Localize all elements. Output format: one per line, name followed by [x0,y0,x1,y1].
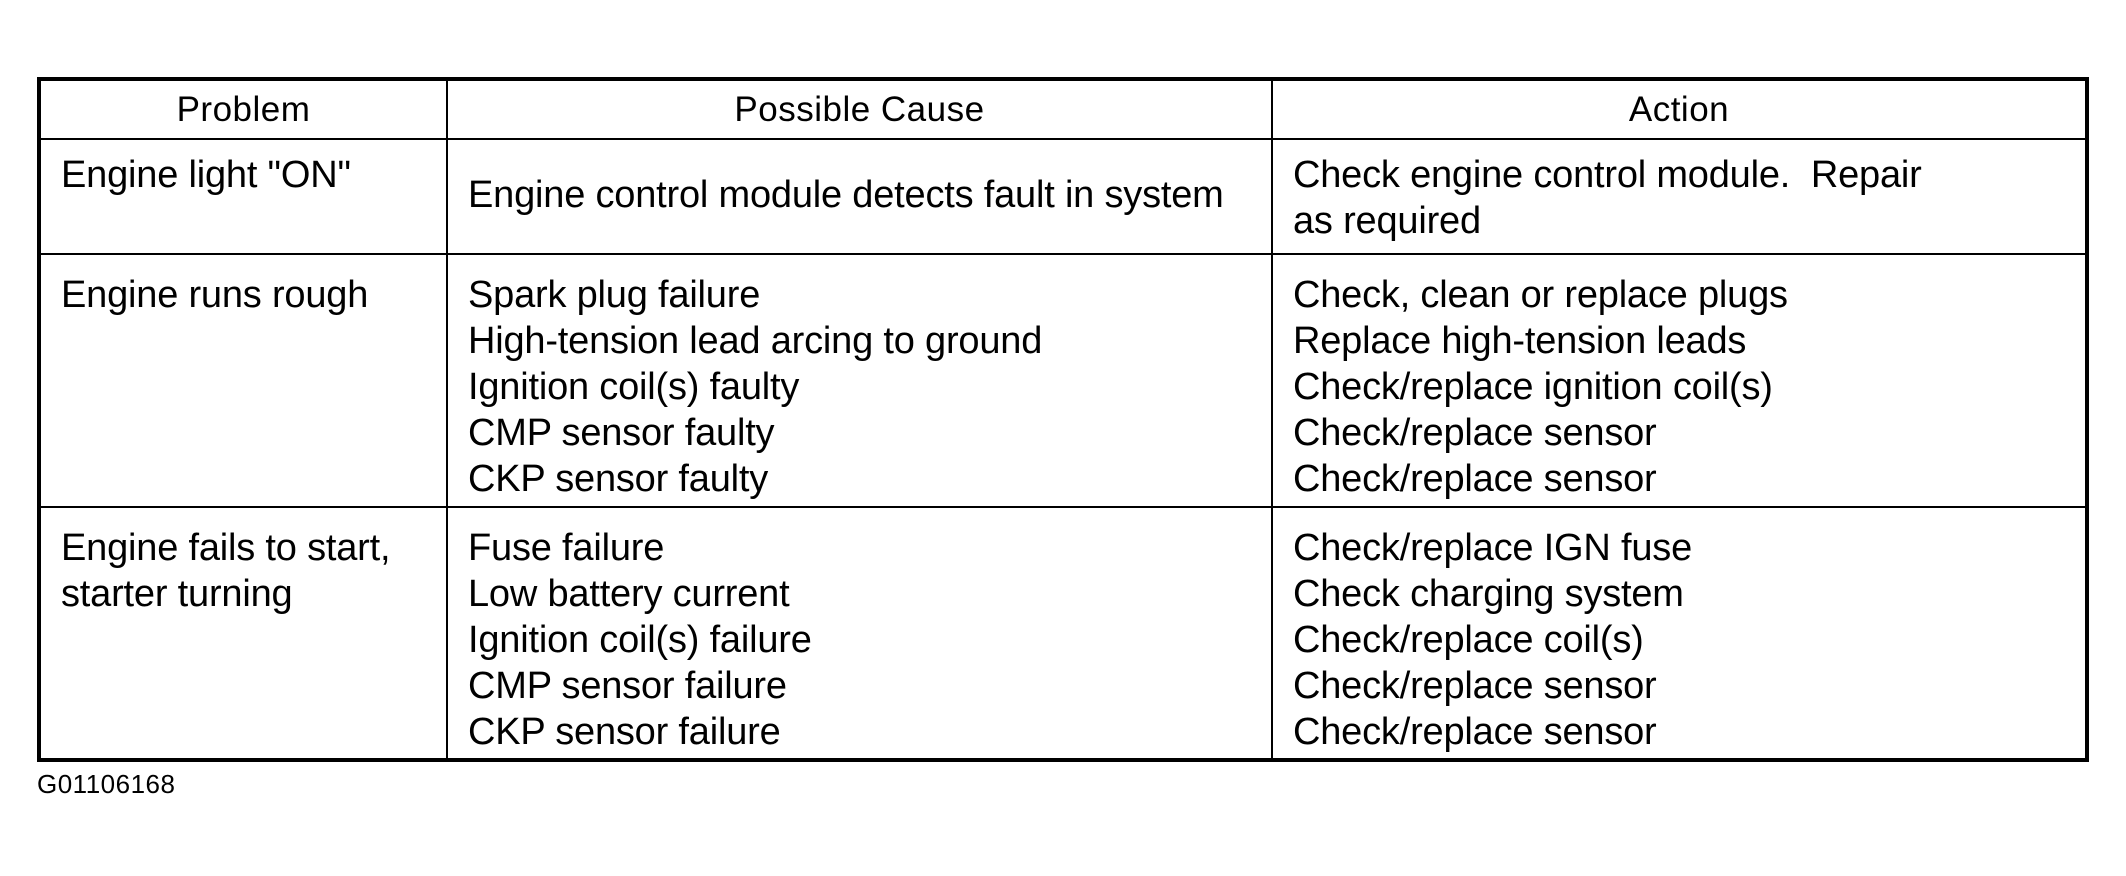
action-line: Check engine control module. Repair [1293,154,1922,196]
action-line: Check/replace coil(s) [1293,619,1644,661]
problem-line: starter turning [61,573,293,615]
cause-line: High-tension lead arcing to ground [468,320,1043,362]
action-line: Check/replace sensor [1293,412,1657,454]
cell-problem: Engine light "ON" [37,138,448,255]
action-line: Check/replace sensor [1293,711,1657,753]
action-line: as required [1293,200,1481,242]
cell-possible-cause: Spark plug failure High-tension lead arc… [446,253,1273,508]
action-line: Check/replace sensor [1293,665,1657,707]
cause-line: CMP sensor faulty [468,412,775,454]
cause-line: Engine control module detects fault in s… [468,174,1224,216]
cause-line: CMP sensor failure [468,665,787,707]
cell-action-content: Check, clean or replace plugs Replace hi… [1273,255,2085,502]
cell-possible-cause-content: Spark plug failure High-tension lead arc… [448,255,1271,502]
cell-problem-content: Engine runs rough [41,255,446,318]
action-line: Replace high-tension leads [1293,320,1747,362]
cause-line: CKP sensor failure [468,711,781,753]
cause-line: CKP sensor faulty [468,458,769,500]
column-header-possible-cause: Possible Cause [446,77,1273,140]
cell-possible-cause-content: Engine control module detects fault in s… [448,140,1271,218]
cause-line: Spark plug failure [468,274,761,316]
action-line: Check, clean or replace plugs [1293,274,1788,316]
cause-line: Ignition coil(s) faulty [468,366,800,408]
cell-possible-cause: Fuse failure Low battery current Ignitio… [446,506,1273,762]
action-line: Check/replace IGN fuse [1293,527,1692,569]
table-row: Engine light "ON" Engine control module … [37,138,2089,255]
cause-line: Fuse failure [468,527,665,569]
cell-problem: Engine fails to start, starter turning [37,506,448,762]
action-line: Check/replace sensor [1293,458,1657,500]
problem-line: Engine runs rough [61,274,369,316]
cell-possible-cause: Engine control module detects fault in s… [446,138,1273,255]
cause-line: Ignition coil(s) failure [468,619,812,661]
cell-problem-content: Engine fails to start, starter turning [41,508,446,617]
column-header-problem-label: Problem [176,90,311,129]
cell-possible-cause-content: Fuse failure Low battery current Ignitio… [448,508,1271,755]
cell-action-content: Check/replace IGN fuse Check charging sy… [1273,508,2085,755]
cell-problem-content: Engine light "ON" [41,140,446,198]
table-row: Engine runs rough Spark plug failure Hig… [37,253,2089,508]
cause-line: Low battery current [468,573,790,615]
table-header: Problem Possible Cause Action [37,77,2089,140]
figure-identifier: G01106168 [37,769,176,799]
action-line: Check charging system [1293,573,1684,615]
table-row: Engine fails to start, starter turning F… [37,506,2089,762]
column-header-action: Action [1271,77,2089,140]
problem-line: Engine fails to start, [61,527,391,569]
column-header-problem: Problem [37,77,448,140]
cell-action-content: Check engine control module. Repair as r… [1273,140,2085,244]
problem-line: Engine light "ON" [61,154,351,196]
diagnostic-troubleshooting-table: Problem Possible Cause Action Engine lig… [37,77,2089,762]
cell-action: Check engine control module. Repair as r… [1271,138,2089,255]
action-line: Check/replace ignition coil(s) [1293,366,1773,408]
cell-action: Check/replace IGN fuse Check charging sy… [1271,506,2089,762]
cell-action: Check, clean or replace plugs Replace hi… [1271,253,2089,508]
cell-problem: Engine runs rough [37,253,448,508]
table-header-row: Problem Possible Cause Action [37,77,2089,140]
column-header-possible-cause-label: Possible Cause [734,90,985,129]
column-header-action-label: Action [1628,90,1730,129]
table-body: Engine light "ON" Engine control module … [37,138,2089,762]
